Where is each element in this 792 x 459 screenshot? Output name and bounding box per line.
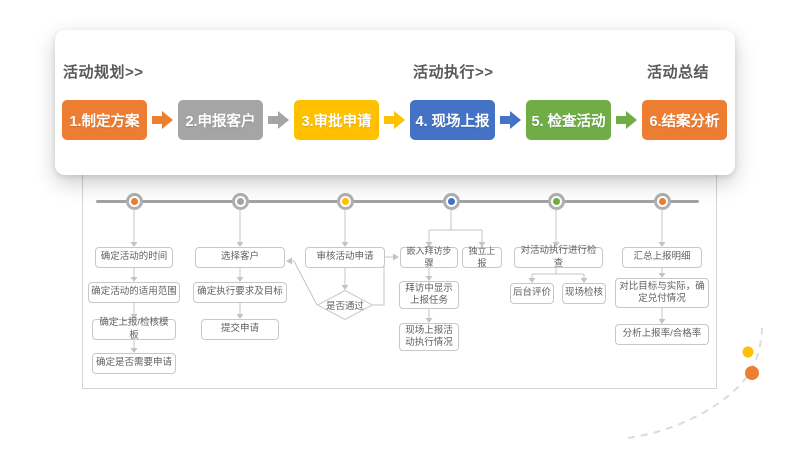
flow-box-onsite-report: 现场上报活动执行情况 [399, 323, 459, 351]
flow-box-show-report-task: 拜访中显示上报任务 [399, 281, 459, 309]
flow-box-determine-template: 确定上报/检核模板 [92, 317, 176, 341]
flow-detail-panel: 确定活动的时间 确定活动的适用范围 确定上报/检核模板 确定是否需要申请 选择客… [82, 163, 717, 389]
flow-box-summarize-details: 汇总上报明细 [622, 247, 702, 268]
step-box-5: 5. 检查活动 [526, 100, 611, 140]
decorative-orange-dot [745, 366, 759, 380]
flow-box-independent-report: 独立上报 [462, 246, 502, 268]
flow-box-analyze-rate: 分析上报率/合格率 [615, 324, 709, 345]
step-box-1: 1.制定方案 [62, 100, 147, 140]
timeline-dot-1 [126, 193, 143, 210]
timeline-dot-4 [443, 193, 460, 210]
flow-box-select-customer: 选择客户 [195, 247, 285, 268]
step-box-4: 4. 现场上报 [410, 100, 495, 140]
diamond-shape [317, 290, 373, 320]
flow-box-determine-apply: 确定是否需要申请 [92, 353, 176, 374]
step-box-2: 2.申报客户 [178, 100, 263, 140]
arrow-right-icon [147, 109, 178, 131]
timeline-dot-2 [232, 193, 249, 210]
steps-row: 1.制定方案 2.申报客户 3.审批申请 4. 现场上报 5. 检查活动 6.结… [62, 100, 727, 140]
flow-connectors [130, 209, 666, 353]
flow-box-backend-evaluate: 后台评价 [510, 283, 554, 304]
step-box-3: 3.审批申请 [294, 100, 379, 140]
phase-label-execution: 活动执行>> [413, 64, 494, 81]
timeline-dot-core [131, 198, 138, 205]
timeline-line [96, 200, 699, 203]
decision-label: 是否通过 [325, 301, 364, 312]
flow-box-submit-apply: 提交申请 [201, 319, 279, 340]
timeline-dot-core [448, 198, 455, 205]
flow-box-check-execution: 对活动执行进行检查 [514, 245, 603, 269]
timeline-dot-3 [337, 193, 354, 210]
step-box-6: 6.结案分析 [642, 100, 727, 140]
flow-box-determine-scope: 确定活动的适用范围 [88, 282, 180, 303]
arrow-right-icon [611, 109, 642, 131]
flow-box-onsite-check: 现场检核 [562, 283, 606, 304]
arrow-right-icon [263, 109, 294, 131]
timeline-dot-5 [548, 193, 565, 210]
flow-box-exec-requirements: 确定执行要求及目标 [193, 282, 287, 303]
flow-decision-passed: 是否通过 [317, 290, 373, 320]
timeline-dot-6 [654, 193, 671, 210]
arrow-right-icon [495, 109, 526, 131]
process-overview-card: 活动规划>> 活动执行>> 活动总结 1.制定方案 2.申报客户 3.审批申请 … [55, 30, 735, 175]
timeline-dot-core [342, 198, 349, 205]
decorative-dashed-curve [627, 327, 763, 439]
timeline-dot-core [659, 198, 666, 205]
flow-box-review-apply: 审核活动申请 [305, 247, 385, 268]
flow-box-embed-visit: 嵌入拜访步骤 [400, 246, 458, 268]
timeline-dot-core [553, 198, 560, 205]
arrow-right-icon [379, 109, 410, 131]
timeline-dot-core [237, 198, 244, 205]
flow-box-determine-time: 确定活动的时间 [95, 247, 173, 268]
decorative-yellow-dot [742, 346, 754, 358]
phase-label-summary: 活动总结 [647, 64, 710, 81]
flow-box-compare-target: 对比目标与实际，确定兑付情况 [615, 278, 709, 308]
phase-label-planning: 活动规划>> [63, 64, 144, 81]
